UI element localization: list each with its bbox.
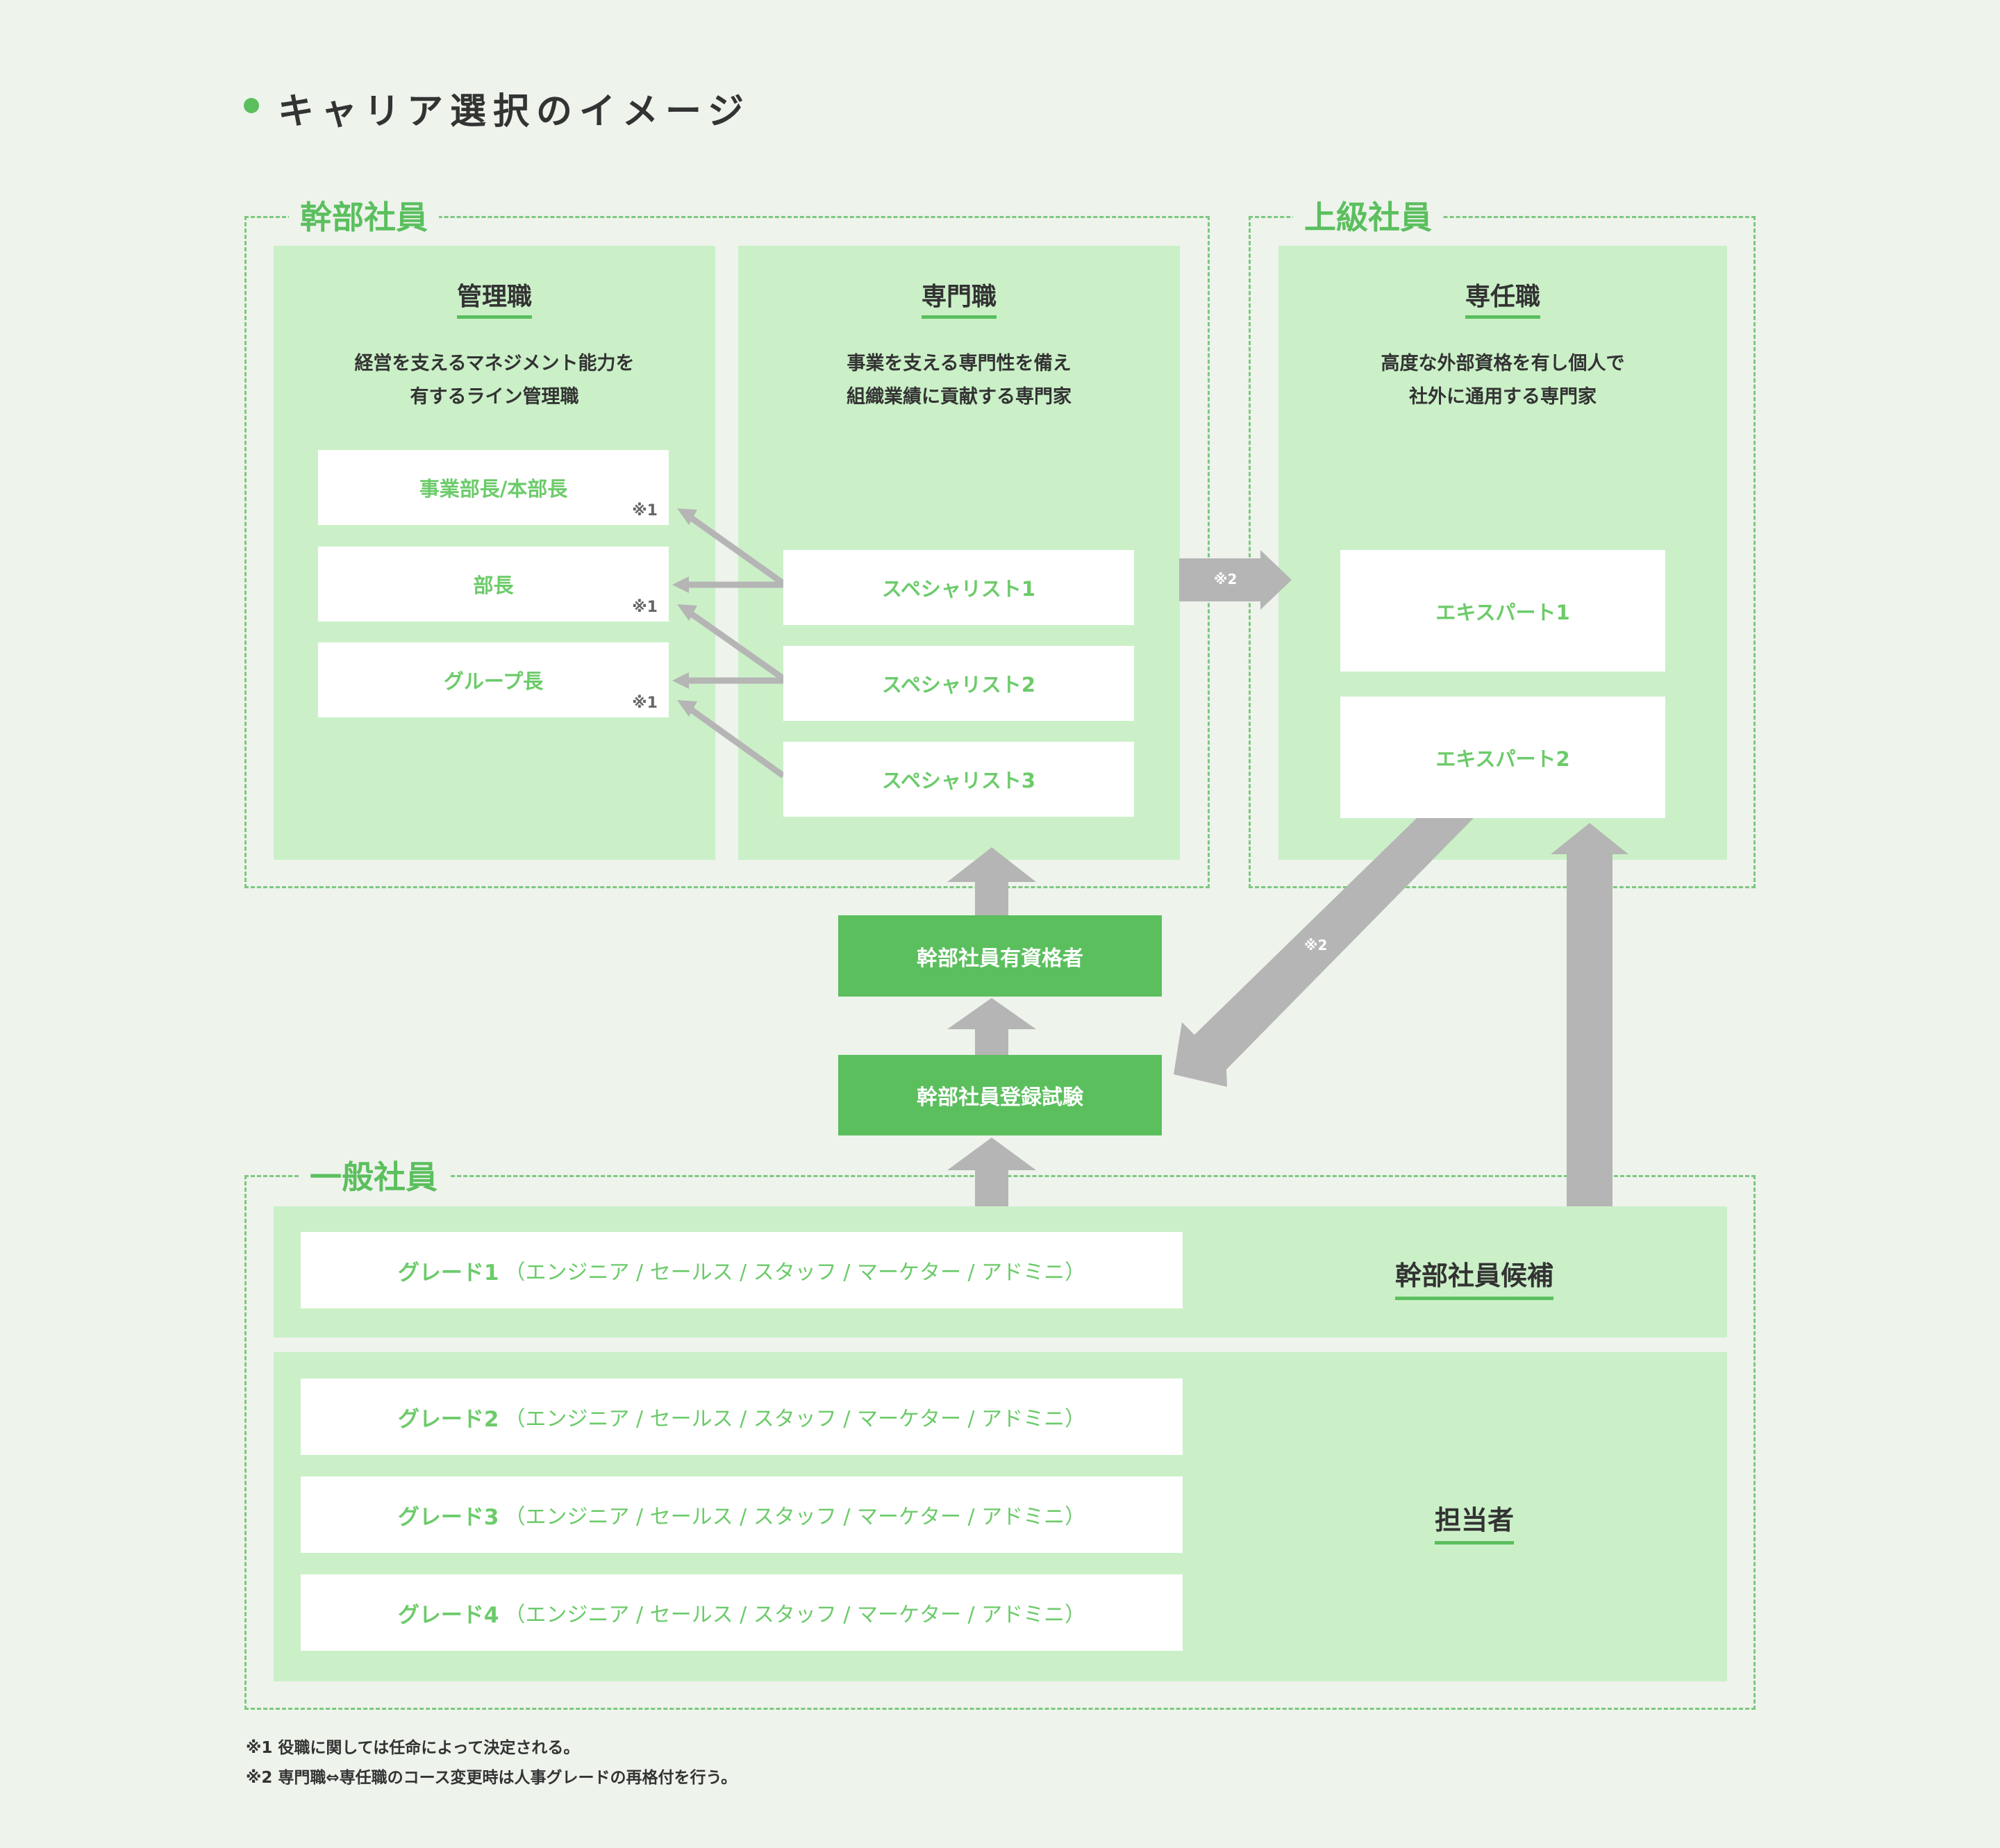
arrow-candidate-to-expert [1551,823,1628,1206]
specialist-title: 専門職 [738,276,1180,319]
management-title: 管理職 [274,276,715,319]
staff-title: 担当者 [1183,1499,1766,1545]
arrow-up-to-exam [947,1138,1036,1206]
expert-title: 専任職 [1278,276,1727,319]
general-group-label: 一般社員 [299,1156,449,1198]
senior-group [1249,216,1756,888]
card-division-head: 事業部長/本部長 ※1 [318,450,669,525]
arrowhead-2 [672,576,689,593]
card-specialist-3: スペシャリスト3 [783,742,1134,817]
page-title: キャリア選択のイメージ [278,91,751,133]
card-specialist-1: スペシャリスト1 [783,550,1134,625]
grade-1-card: グレード1（エンジニア / セールス / スタッフ / マーケター / アドミニ… [301,1232,1183,1308]
executive-group [244,216,1210,888]
card-group-lead: グループ長 ※1 [318,642,669,717]
arrow-to-group-lead-1 [685,608,785,681]
arrow-note-diag: ※2 [1304,937,1327,954]
card-department-head: 部長 ※1 [318,547,669,622]
expert-desc: 高度な外部資格を有し個人で社外に通用する専門家 [1381,353,1625,408]
qualified-box: 幹部社員有資格者 [838,915,1162,997]
management-desc: 経営を支えるマネジメント能力を有するライン管理職 [354,353,635,408]
card-expert-2: エキスパート2 [1340,697,1665,818]
card-expert-1: エキスパート1 [1340,550,1665,672]
senior-group-label: 上級社員 [1293,197,1443,238]
note-mark: ※1 [632,502,658,519]
arrowhead-3 [677,604,697,621]
arrowhead-1 [677,508,697,525]
grade-3-card: グレード3（エンジニア / セールス / スタッフ / マーケター / アドミニ… [301,1476,1183,1553]
arrow-note-right: ※2 [1214,571,1237,588]
arrow-up-to-qualified [947,998,1036,1056]
candidate-title: 幹部社員候補 [1183,1254,1766,1300]
arrow-to-division-head [685,513,785,586]
note-mark: ※1 [632,694,658,712]
arrow-specialist-to-expert [1179,550,1292,610]
title-bullet-icon [244,98,259,113]
footnote-2: ※2 専門職⇔専任職のコース変更時は人事グレードの再格付を行う。 [246,1769,738,1787]
grade-4-card: グレード4（エンジニア / セールス / スタッフ / マーケター / アドミニ… [301,1574,1183,1651]
grade-2-card: グレード2（エンジニア / セールス / スタッフ / マーケター / アドミニ… [301,1379,1183,1455]
arrow-to-group-lead-3 [685,704,785,779]
arrow-expert-to-exam [1174,818,1474,1087]
exam-box: 幹部社員登録試験 [838,1055,1162,1135]
note-mark: ※1 [632,599,658,616]
arrowhead-4 [672,672,689,689]
specialist-desc: 事業を支える専門性を備え組織業績に貢献する専門家 [847,353,1072,408]
footnote-1: ※1 役職に関しては任命によって決定される。 [246,1739,580,1757]
arrow-up-to-specialist [947,847,1036,915]
executive-group-label: 幹部社員 [289,197,439,238]
arrowhead-5 [677,700,697,717]
card-specialist-2: スペシャリスト2 [783,646,1134,721]
